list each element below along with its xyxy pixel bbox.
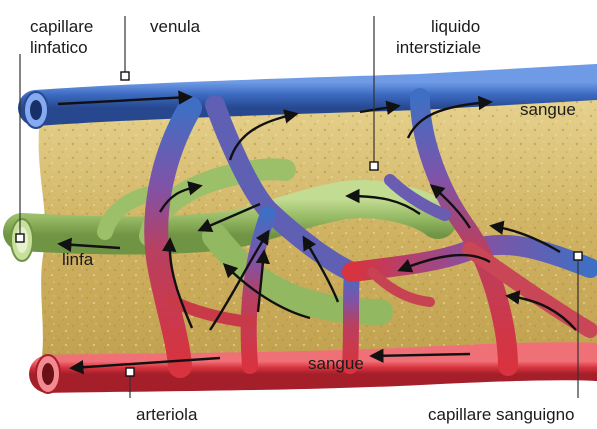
label-capillare-linfatico-line1: capillare — [30, 17, 93, 36]
label-capillare-sanguigno: capillare sanguigno — [428, 405, 575, 424]
label-liquido-line2: interstiziale — [396, 38, 481, 57]
label-arteriola: arteriola — [136, 405, 197, 424]
marker-capillare-linfatico — [16, 234, 24, 242]
label-linfa: linfa — [62, 250, 93, 269]
marker-arteriola — [126, 368, 134, 376]
label-sangue-top: sangue — [520, 100, 576, 119]
marker-capillare-sanguigno — [574, 252, 582, 260]
label-capillare-linfatico-line2: linfatico — [30, 38, 88, 57]
label-liquido-line1: liquido — [431, 17, 480, 36]
marker-liquido — [370, 162, 378, 170]
marker-venula — [121, 72, 129, 80]
label-sangue-bottom: sangue — [308, 354, 364, 373]
label-venula: venula — [150, 17, 200, 36]
